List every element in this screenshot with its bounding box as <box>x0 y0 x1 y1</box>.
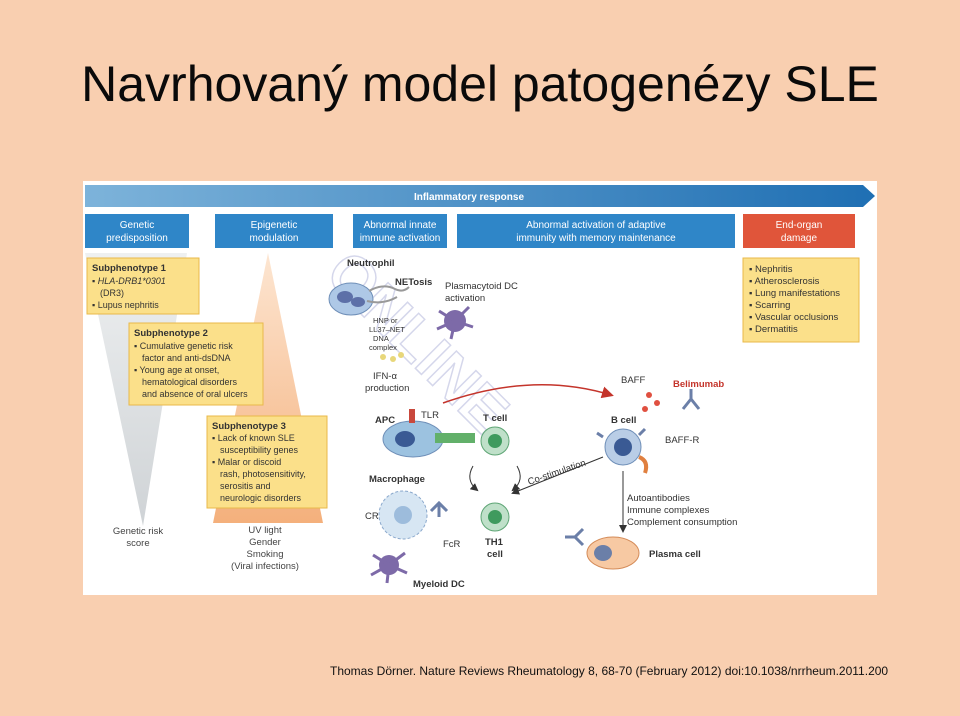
svg-text:production: production <box>365 383 409 394</box>
svg-text:Subphenotype 3: Subphenotype 3 <box>212 421 286 432</box>
neutrophil: Neutrophil NETosis <box>328 258 432 316</box>
myeloid-dc: Myeloid DC <box>370 551 465 590</box>
svg-text:▪ Lupus nephritis: ▪ Lupus nephritis <box>92 300 159 310</box>
svg-text:neurologic disorders: neurologic disorders <box>220 493 302 503</box>
svg-text:activation: activation <box>445 293 485 304</box>
svg-text:▪ Dermatitis: ▪ Dermatitis <box>749 324 798 335</box>
svg-text:Immune complexes: Immune complexes <box>627 505 710 516</box>
svg-text:Plasmacytoid DC: Plasmacytoid DC <box>445 281 518 292</box>
svg-text:IFN-α: IFN-α <box>373 371 397 382</box>
svg-text:▪ Lung manifestations: ▪ Lung manifestations <box>749 288 840 299</box>
svg-text:Subphenotype 1: Subphenotype 1 <box>92 263 167 274</box>
svg-text:Abnormal activation of adaptiv: Abnormal activation of adaptive <box>526 220 666 231</box>
svg-text:End-organ: End-organ <box>776 220 823 231</box>
genetic-risk-label: Genetic risk score <box>113 526 163 549</box>
subphenotype-3: Subphenotype 3 ▪ Lack of known SLE susce… <box>206 415 328 509</box>
svg-text:complex: complex <box>369 343 397 352</box>
stage-headers: Genetic predisposition Epigenetic modula… <box>85 214 855 248</box>
svg-text:NETosis: NETosis <box>395 277 432 288</box>
svg-text:Gender: Gender <box>249 537 281 548</box>
svg-text:Autoantibodies: Autoantibodies <box>627 493 690 504</box>
banner-label: Inflammatory response <box>414 192 524 203</box>
svg-text:modulation: modulation <box>250 233 299 244</box>
ifn-production: IFN-α production <box>365 371 409 394</box>
svg-text:▪ Young age at onset,: ▪ Young age at onset, <box>134 365 219 375</box>
macrophage: Macrophage CR FcR <box>365 474 461 550</box>
baff-belimumab: BAFF Belimumab <box>442 375 724 412</box>
inflammatory-response-banner: Inflammatory response <box>85 185 875 207</box>
svg-text:Neutrophil: Neutrophil <box>347 258 395 269</box>
svg-text:Epigenetic: Epigenetic <box>251 220 298 231</box>
svg-text:(Viral infections): (Viral infections) <box>231 561 299 572</box>
svg-text:hematological disorders: hematological disorders <box>142 377 238 387</box>
svg-text:damage: damage <box>781 233 818 244</box>
svg-text:Myeloid DC: Myeloid DC <box>413 579 465 590</box>
svg-text:TH1: TH1 <box>485 537 504 548</box>
citation: Thomas Dörner. Nature Reviews Rheumatolo… <box>330 664 889 678</box>
svg-text:immune activation: immune activation <box>360 233 441 244</box>
svg-text:T cell: T cell <box>483 413 507 424</box>
svg-text:Belimumab: Belimumab <box>673 379 724 390</box>
header-genetic: Genetic predisposition <box>85 214 189 248</box>
svg-text:HNP or: HNP or <box>373 316 398 325</box>
svg-text:Genetic risk: Genetic risk <box>113 526 163 537</box>
autoantibody-effects: Autoantibodies Immune complexes Compleme… <box>619 471 737 533</box>
svg-text:cell: cell <box>487 549 503 560</box>
svg-text:and absence of oral ulcers: and absence of oral ulcers <box>142 389 248 399</box>
svg-text:Genetic: Genetic <box>120 220 154 231</box>
svg-text:Smoking: Smoking <box>247 549 284 560</box>
svg-text:CR: CR <box>365 511 379 522</box>
svg-text:DNA: DNA <box>373 334 389 343</box>
subphenotype-2: Subphenotype 2 ▪ Cumulative genetic risk… <box>128 322 264 406</box>
svg-text:factor and anti-dsDNA: factor and anti-dsDNA <box>142 353 231 363</box>
svg-text:susceptibility genes: susceptibility genes <box>220 445 299 455</box>
svg-text:rash, photosensitivity,: rash, photosensitivity, <box>220 469 306 479</box>
svg-text:Co-stimulation: Co-stimulation <box>526 458 587 488</box>
environment-labels: UV light Gender Smoking (Viral infection… <box>231 525 299 572</box>
svg-text:predisposition: predisposition <box>106 233 168 244</box>
b-cell: B cell BAFF-R <box>596 415 699 474</box>
svg-text:B cell: B cell <box>611 415 636 426</box>
svg-text:BAFF: BAFF <box>621 375 645 386</box>
svg-text:Subphenotype 2: Subphenotype 2 <box>134 328 208 339</box>
co-stimulation: Co-stimulation <box>511 456 604 495</box>
svg-text:Plasma cell: Plasma cell <box>649 549 701 560</box>
svg-text:▪ Cumulative genetic risk: ▪ Cumulative genetic risk <box>134 341 233 351</box>
svg-text:▪ Malar or discoid: ▪ Malar or discoid <box>212 457 281 467</box>
svg-text:▪ Atherosclerosis: ▪ Atherosclerosis <box>749 276 820 287</box>
hnp-complex: HNP or LL37–NET DNA complex <box>369 316 405 362</box>
svg-text:Abnormal innate: Abnormal innate <box>364 220 437 231</box>
subphenotype-1: Subphenotype 1 ▪ HLA-DRB1*0301 (DR3) ▪ L… <box>86 257 200 315</box>
svg-text:Macrophage: Macrophage <box>369 474 425 485</box>
svg-text:UV light: UV light <box>248 525 282 536</box>
svg-text:score: score <box>126 538 149 549</box>
pathogenesis-figure: Inflammatory response Genetic predisposi… <box>83 181 877 595</box>
header-end-organ: End-organ damage <box>743 214 855 248</box>
svg-text:▪ Vascular occlusions: ▪ Vascular occlusions <box>749 312 839 323</box>
svg-text:serositis and: serositis and <box>220 481 271 491</box>
header-epigenetic: Epigenetic modulation <box>215 214 333 248</box>
svg-text:APC: APC <box>375 415 395 426</box>
svg-text:▪ Nephritis: ▪ Nephritis <box>749 264 793 275</box>
t-cell: T cell <box>469 413 521 492</box>
svg-text:TLR: TLR <box>421 410 439 421</box>
header-innate: Abnormal innate immune activation <box>353 214 447 248</box>
svg-text:LL37–NET: LL37–NET <box>369 325 405 334</box>
slide-title: Navrhovaný model patogenézy SLE <box>81 56 879 112</box>
svg-text:(DR3): (DR3) <box>100 288 124 298</box>
svg-text:▪ Lack of known SLE: ▪ Lack of known SLE <box>212 433 295 443</box>
end-organ-list: ▪ Nephritis ▪ Atherosclerosis ▪ Lung man… <box>742 257 860 343</box>
svg-text:FcR: FcR <box>443 539 461 550</box>
svg-text:▪ Scarring: ▪ Scarring <box>749 300 790 311</box>
header-adaptive: Abnormal activation of adaptive immunity… <box>457 214 735 248</box>
svg-text:Complement consumption: Complement consumption <box>627 517 737 528</box>
svg-text:▪ HLA-DRB1*0301: ▪ HLA-DRB1*0301 <box>92 276 166 286</box>
svg-text:immunity with memory maintenan: immunity with memory maintenance <box>516 233 676 244</box>
apc-cell: APC TLR <box>375 409 475 458</box>
plasmacytoid-dc: Plasmacytoid DC activation <box>436 281 518 340</box>
th1-cell: TH1 cell <box>480 502 510 560</box>
svg-text:BAFF-R: BAFF-R <box>665 435 699 446</box>
plasma-cell: Plasma cell <box>565 527 701 570</box>
